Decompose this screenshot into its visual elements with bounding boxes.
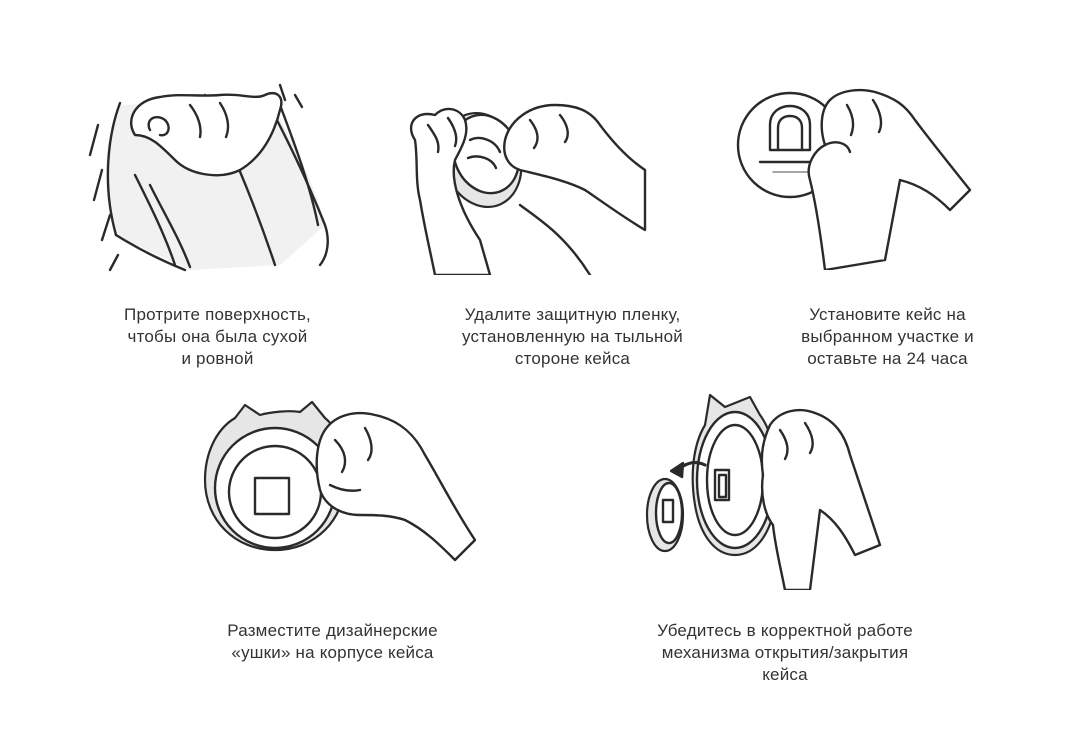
caption-wipe: Протрите поверхность, чтобы она была сух… [124,305,311,368]
attach-ears-icon [203,400,477,562]
caption-check: Убедитесь в корректной работе механизма … [657,621,913,684]
peel-film-icon [409,103,647,275]
caption-ears: Разместите дизайнерские «ушки» на корпус… [227,621,438,662]
wipe-surface-icon [88,83,329,272]
check-lid-icon [645,393,882,590]
caption-mount: Установите кейс на выбранном участке и о… [801,305,974,368]
mount-case-icon [736,88,972,270]
caption-peel: Удалите защитную пленку, установленную н… [462,305,683,368]
